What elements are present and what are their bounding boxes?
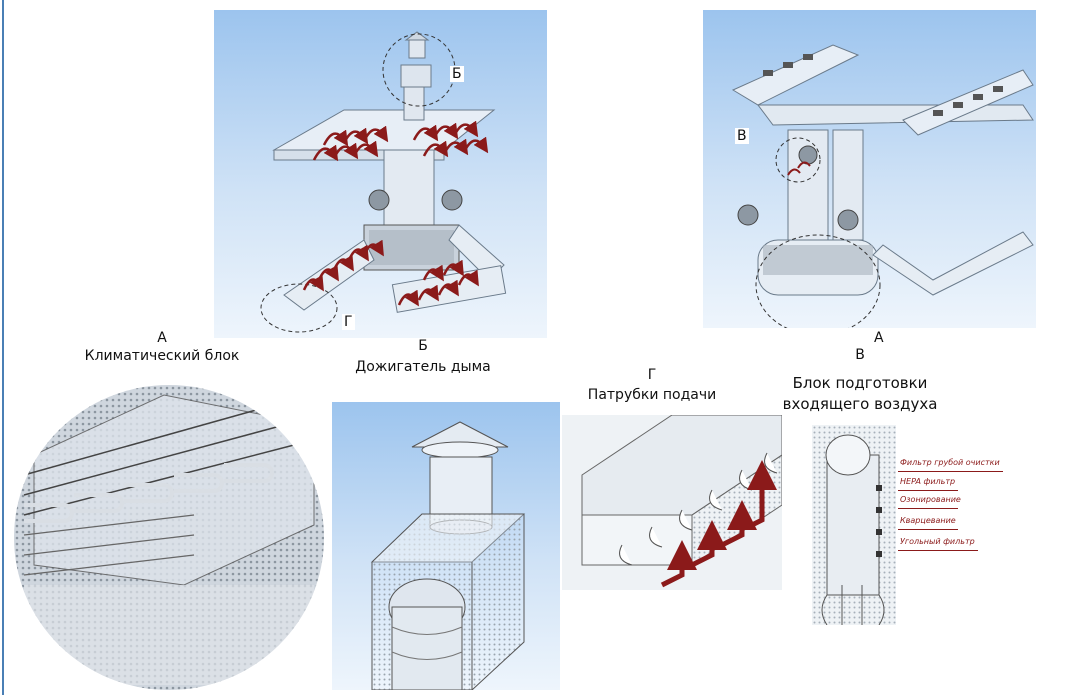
- panel-b-letter: Б: [418, 338, 428, 354]
- callout-b-label: Б: [450, 66, 464, 82]
- legend-quartz: Кварцевание: [900, 516, 956, 525]
- panel-v-title-line1: Блок подготовки: [792, 374, 928, 392]
- page-frame-line: [2, 0, 4, 695]
- legend-line-3: [898, 508, 958, 509]
- panel-v-title-line2: входящего воздуха: [782, 395, 938, 413]
- system-view-left: Б Г: [214, 10, 547, 338]
- system-view-right: В: [703, 10, 1036, 328]
- legend-carbon-filter: Угольный фильтр: [900, 537, 975, 546]
- panel-g-letter: Г: [647, 367, 657, 383]
- detail-b-afterburner: [332, 402, 560, 690]
- legend-ozonation: Озонирование: [900, 495, 961, 504]
- detail-a-climate-block: [14, 385, 324, 690]
- legend-line-1: [898, 471, 1003, 472]
- callout-v-label: В: [735, 128, 749, 144]
- legend-line-5: [898, 550, 978, 551]
- callout-a-label: А: [874, 330, 884, 346]
- legend-hepa-filter: HEPA фильтр: [900, 477, 956, 486]
- panel-g-title: Патрубки подачи: [587, 387, 717, 403]
- legend-line-4: [898, 529, 958, 530]
- panel-a-title: Климатический блок: [84, 348, 240, 364]
- detail-g-supply-nozzles: [562, 415, 782, 590]
- legend-coarse-filter: Фильтр грубой очистки: [900, 458, 1000, 467]
- detail-v-air-prep: [812, 425, 896, 625]
- panel-a-letter: А: [157, 330, 167, 346]
- callout-g-label: Г: [342, 314, 355, 330]
- panel-v-letter: В: [855, 347, 865, 363]
- legend-line-2: [898, 490, 958, 491]
- panel-b-title: Дожигатель дыма: [355, 359, 491, 375]
